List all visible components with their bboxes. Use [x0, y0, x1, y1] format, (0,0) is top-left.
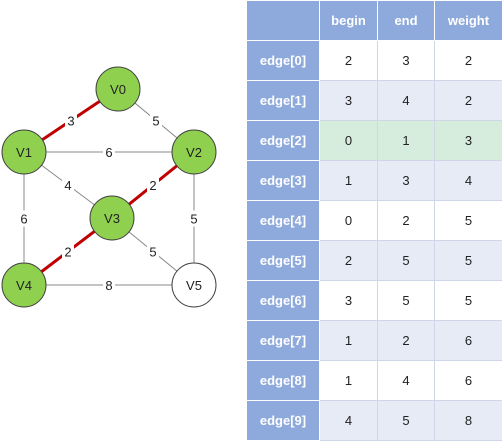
- cell-end: 4: [377, 360, 435, 401]
- cell-weight: 6: [434, 320, 502, 361]
- cell-weight: 5: [434, 280, 502, 321]
- cell-begin: 3: [319, 80, 378, 121]
- node-label: V4: [16, 278, 32, 293]
- node-label: V3: [104, 211, 120, 226]
- header-begin: begin: [319, 0, 378, 41]
- cell-begin: 3: [319, 280, 378, 321]
- node-v4: [1, 262, 47, 308]
- cell-end: 2: [377, 200, 435, 241]
- row-label: edge[6]: [246, 280, 320, 321]
- row-label: edge[2]: [246, 120, 320, 161]
- row-label: edge[7]: [246, 320, 320, 361]
- edge-weight-label: 5: [190, 212, 197, 227]
- cell-begin: 1: [319, 320, 378, 361]
- cell-weight: 5: [434, 200, 502, 241]
- node-label: V0: [110, 82, 126, 97]
- edge-label-bg: [62, 177, 74, 193]
- cell-begin: 0: [319, 200, 378, 241]
- edge-weight-label: 8: [105, 278, 112, 293]
- cell-weight: 6: [434, 360, 502, 401]
- cell-begin: 4: [319, 400, 378, 441]
- edge-label-bg: [62, 243, 74, 260]
- node-label: V2: [186, 145, 202, 160]
- row-label: edge[1]: [246, 80, 320, 121]
- table-header-row: begin end weight: [246, 0, 502, 41]
- cell-end: 5: [377, 240, 435, 281]
- edge-label-bg: [103, 277, 115, 293]
- header-corner: [246, 0, 320, 41]
- cell-weight: 3: [434, 120, 502, 161]
- row-label: edge[5]: [246, 240, 320, 281]
- node-v0: [95, 66, 141, 112]
- cell-weight: 4: [434, 160, 502, 201]
- edge-label-bg: [18, 210, 30, 227]
- row-label: edge[4]: [246, 200, 320, 241]
- cell-weight: 2: [434, 40, 502, 81]
- cell-end: 3: [377, 40, 435, 81]
- row-label: edge[0]: [246, 40, 320, 81]
- node-v1: [1, 129, 47, 175]
- cell-begin: 2: [319, 40, 378, 81]
- edge-label-bg: [103, 144, 115, 160]
- node-label: V5: [186, 278, 202, 293]
- edge-weight-label: 3: [67, 114, 74, 129]
- cell-weight: 8: [434, 400, 502, 441]
- edge-label-bg: [65, 112, 77, 129]
- edge-weight-label: 6: [20, 212, 27, 227]
- cell-begin: 0: [319, 120, 378, 161]
- cell-end: 1: [377, 120, 435, 161]
- node-v2: [171, 129, 217, 175]
- edge-label-bg: [147, 177, 159, 193]
- cell-begin: 1: [319, 360, 378, 401]
- row-label: edge[8]: [246, 360, 320, 401]
- edge-layer: [23, 87, 195, 287]
- cell-end: 2: [377, 320, 435, 361]
- row-label: edge[9]: [246, 400, 320, 441]
- cell-end: 3: [377, 160, 435, 201]
- cell-begin: 2: [319, 240, 378, 281]
- edge-weight-label: 6: [105, 145, 112, 160]
- edge-weight-label: 5: [152, 114, 159, 129]
- cell-end: 5: [377, 280, 435, 321]
- cell-begin: 1: [319, 160, 378, 201]
- edge-weight-label: 2: [149, 178, 156, 193]
- header-weight: weight: [434, 0, 502, 41]
- cell-weight: 2: [434, 80, 502, 121]
- edge-label-bg: [147, 243, 159, 260]
- node-v5: [171, 262, 217, 308]
- cell-weight: 5: [434, 240, 502, 281]
- edge-label-bg: [188, 210, 200, 227]
- node-v3: [89, 195, 135, 241]
- edge-label-layer: 3 5 6 4 6 2 5 2 5 8: [18, 112, 200, 293]
- header-end: end: [377, 0, 435, 41]
- edge-weight-label: 4: [64, 178, 71, 193]
- row-label: edge[3]: [246, 160, 320, 201]
- edge-weight-label: 2: [64, 245, 71, 260]
- edge-label-bg: [150, 112, 162, 129]
- cell-end: 4: [377, 80, 435, 121]
- node-label: V1: [16, 145, 32, 160]
- cell-end: 5: [377, 400, 435, 441]
- edge-weight-label: 5: [149, 245, 156, 260]
